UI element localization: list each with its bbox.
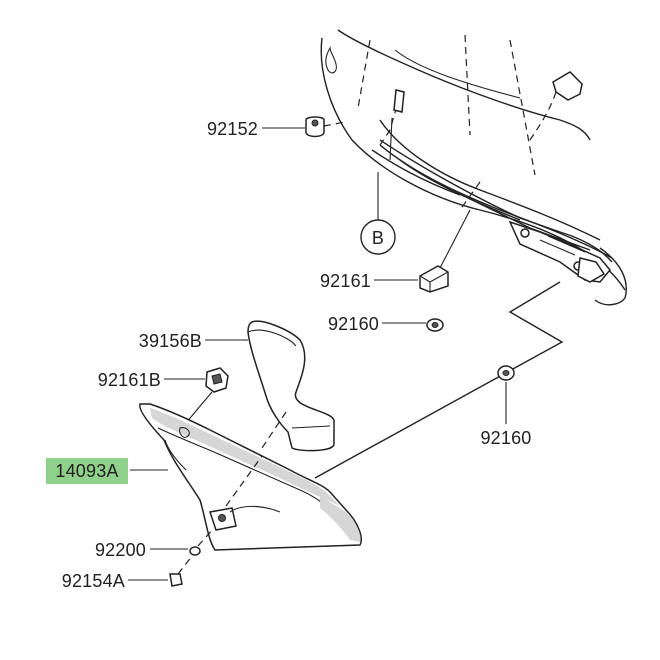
label-39156b: 39156B <box>139 331 202 351</box>
upper-fairing <box>320 29 627 306</box>
callout-b-label: B <box>372 228 384 248</box>
clip-92152 <box>262 116 346 138</box>
label-92152: 92152 <box>207 119 258 139</box>
pad-39156b <box>205 320 335 452</box>
label-92160-right: 92160 <box>480 428 531 448</box>
label-92160-top: 92160 <box>328 314 379 334</box>
label-92154a: 92154A <box>62 571 125 591</box>
label-92200: 92200 <box>95 540 146 560</box>
label-14093a: 14093A <box>55 461 118 481</box>
grommet-92160-right <box>497 365 515 424</box>
highlight-14093a <box>46 458 128 484</box>
grommet-92160-top <box>382 318 444 332</box>
rubber-block-92161 <box>374 209 471 293</box>
label-92161: 92161 <box>320 271 371 291</box>
callout-b: B <box>360 172 396 255</box>
label-92161b: 92161B <box>98 370 161 390</box>
leader-to-bracket <box>314 281 564 479</box>
washer-92200 <box>150 527 215 556</box>
bolt-92154a <box>128 555 193 587</box>
side-cover-14093a <box>130 403 362 551</box>
